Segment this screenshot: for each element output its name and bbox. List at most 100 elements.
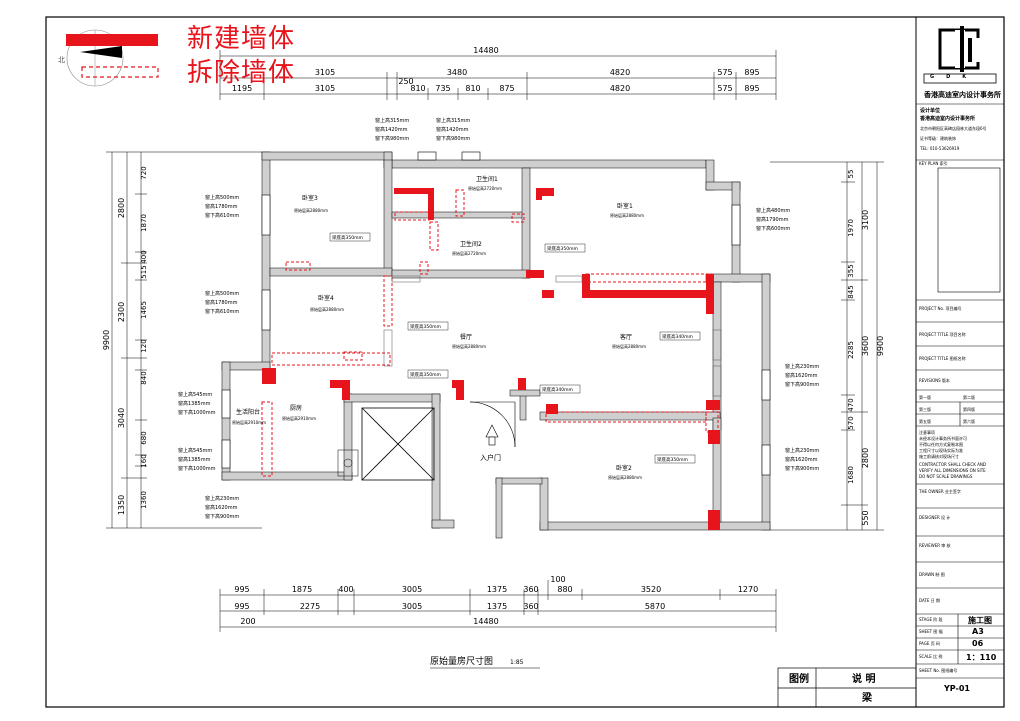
note-line: 不得以任何方式复制本图 xyxy=(919,442,963,447)
revision-cell: 第二版 xyxy=(963,395,975,400)
demolish-wall-swatch xyxy=(81,66,159,78)
room-name: 卫生间2 xyxy=(460,240,482,248)
window-text: 窗下高980mm xyxy=(375,135,409,142)
window-text: 窗下高900mm xyxy=(205,513,239,520)
window-text: 窗下高980mm xyxy=(436,135,470,142)
window-text: 窗下高610mm xyxy=(205,308,239,315)
dim-label: 550 xyxy=(861,510,870,525)
scale-value: 1：110 xyxy=(966,653,997,662)
room-name: 生活阳台 xyxy=(236,408,260,416)
dim-label: 160 xyxy=(140,454,148,467)
beam-tag: 梁底高350mm xyxy=(329,232,371,242)
dim-label: 995 xyxy=(234,585,249,594)
reviewer-label: REVIEWER 审 核 xyxy=(919,543,951,548)
dim-label: 55 xyxy=(847,170,855,179)
window-tag: 窗上高230mm 窗高1620mm 窗下高900mm xyxy=(205,495,239,520)
revision-cell: 第一版 xyxy=(919,395,931,400)
company-tel: TEL: 010-53626919 xyxy=(920,146,960,151)
dim-label: 895 xyxy=(744,84,759,93)
room-height: 原始层高2880mm xyxy=(610,212,644,218)
dim-label: 2800 xyxy=(861,448,870,468)
window-tag: 窗上高545mm 窗高1385mm 窗下高1000mm xyxy=(178,391,216,416)
demolished-walls xyxy=(261,189,719,477)
window-text: 窗高1385mm xyxy=(178,456,211,463)
dim-label: 3100 xyxy=(861,210,870,230)
design-unit-label: 设计单位 xyxy=(920,108,941,114)
beam-tag: 梁底高350mm xyxy=(544,243,586,253)
elevator-shaft xyxy=(337,407,435,481)
window-text: 窗高1780mm xyxy=(205,299,238,306)
north-arrow-icon xyxy=(80,46,122,58)
footer-legend: 图例 xyxy=(789,672,809,685)
window-tag: 窗上高500mm 窗高1780mm 窗下高610mm xyxy=(205,290,239,315)
window-tag: 窗上高480mm 窗高1790mm 窗下高600mm xyxy=(756,207,790,232)
revisions-label: REVISIONS 版本 xyxy=(919,378,950,383)
project-title-label: PROJECT TITLE 项目名称 xyxy=(919,332,966,337)
window-text: 窗下高1000mm xyxy=(178,409,216,416)
beam-text: 梁底高350mm xyxy=(410,323,441,330)
company-certificate: 证书等级：建筑装饰 xyxy=(920,136,956,141)
room-name: 卫生间1 xyxy=(476,175,498,183)
dim-label: 845 xyxy=(847,285,855,298)
stage-value: 施工图 xyxy=(968,616,992,625)
top-dimensions xyxy=(219,50,777,100)
dim-label: 515 xyxy=(140,265,148,278)
legend: 北 xyxy=(58,29,159,87)
window-text: 窗高1420mm xyxy=(436,126,469,133)
window-text: 窗上高500mm xyxy=(205,194,239,201)
window-tag: 窗上高230mm 窗高1620mm 窗下高900mm xyxy=(785,447,819,472)
dim-label: 4820 xyxy=(610,84,630,93)
room-height: 原始层高2880mm xyxy=(452,343,486,349)
note-line: DO NOT SCALE DRAWINGS xyxy=(919,474,973,479)
dim-label: 2285 xyxy=(847,341,855,359)
window-text: 窗上高545mm xyxy=(178,447,212,454)
dim-label: 1375 xyxy=(487,602,507,611)
sheet-no-value: YP-01 xyxy=(944,684,970,693)
dim-left-total: 9900 xyxy=(102,330,111,350)
window-text: 窗下高900mm xyxy=(785,465,819,472)
window-text: 窗下高600mm xyxy=(756,225,790,232)
window-text: 窗下高610mm xyxy=(205,212,239,219)
dim-label: 5870 xyxy=(645,602,665,611)
window-tag: 窗上高315mm 窗高1420mm 窗下高980mm xyxy=(375,117,409,142)
dim-label: 720 xyxy=(140,166,148,179)
dim-label: 355 xyxy=(847,264,855,277)
beam-tag: 梁底高350mm xyxy=(407,321,449,331)
beam-labels: 梁底高350mm 梁底高350mm 梁底高350mm 梁底高350mm 梁底高3… xyxy=(329,232,701,464)
room-height: 原始层高2720mm xyxy=(468,185,502,191)
dim-label: 400 xyxy=(338,585,353,594)
company-address: 北京市朝阳区高碑店园林大道东段6号 xyxy=(920,126,987,131)
dim-label: 1375 xyxy=(487,585,507,594)
dim-label: 2275 xyxy=(300,602,320,611)
dim-label: 1270 xyxy=(738,585,758,594)
room-name: 卧室3 xyxy=(302,194,318,202)
note-line: 注意事项 xyxy=(919,430,935,435)
legend-demolish-wall-label: 拆除墙体 xyxy=(187,58,296,88)
note-line: 工程尺寸以现场实际为准 xyxy=(919,448,963,453)
window-text: 窗高1790mm xyxy=(756,216,789,223)
beam-tag: 梁底高350mm xyxy=(407,369,449,379)
owner-label: THE OWNER 业主签字 xyxy=(919,489,961,494)
dim-label: 2800 xyxy=(117,198,126,218)
window-text: 窗高1620mm xyxy=(785,372,818,379)
dim-label: 3480 xyxy=(447,68,467,77)
revision-cell: 第三版 xyxy=(919,407,931,412)
drawing-name-label: PROJECT TITLE 图纸名称 xyxy=(919,356,966,361)
room-height: 原始层高2880mm xyxy=(310,306,344,312)
dim-label: 575 xyxy=(717,84,732,93)
scale-label: SCALE 比 例 xyxy=(919,654,943,659)
entry-door xyxy=(469,401,516,448)
sheet-no-label: SHEET No. 图纸编号 xyxy=(919,668,958,673)
dim-label: 1680 xyxy=(847,466,855,484)
titleblock-grid xyxy=(916,103,1004,679)
room-height: 原始层高2880mm xyxy=(612,343,646,349)
dim-label: 1350 xyxy=(117,495,126,515)
room-height: 原始层高2880mm xyxy=(294,207,328,213)
window-text: 窗上高500mm xyxy=(205,290,239,297)
window-openings xyxy=(221,151,771,476)
window-text: 窗上高230mm xyxy=(785,447,819,454)
company-logo xyxy=(923,26,997,84)
dim-label: 2300 xyxy=(117,302,126,322)
bottom-dimension-labels: 995 1875 400 3005 1375 360 880 3520 1270… xyxy=(234,575,758,626)
footer-table xyxy=(777,667,917,708)
